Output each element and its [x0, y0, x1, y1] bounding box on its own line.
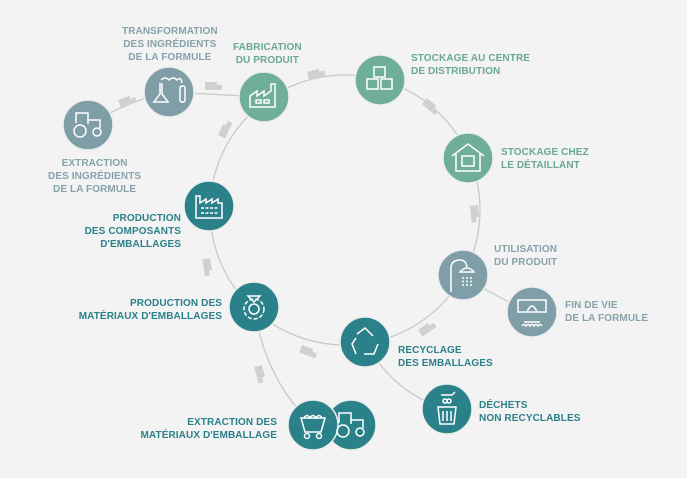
label-line: DES INGRÉDIENTS: [123, 39, 217, 50]
node-transformation[interactable]: [143, 66, 195, 118]
label-fin-de-vie: FIN DE VIE DE LA FORMULE: [565, 299, 648, 325]
trash-bin-icon: [437, 391, 457, 425]
factory-icon: [195, 195, 223, 219]
label-production-composants: PRODUCTION DES COMPOSANTS D'EMBALLAGES: [85, 212, 181, 251]
label-line: D'EMBALLAGES: [100, 239, 181, 250]
shower-icon: [450, 259, 476, 292]
truck-icon: [470, 205, 480, 223]
warehouse-icon: [451, 143, 485, 172]
node-extraction-ingredients[interactable]: [62, 99, 114, 151]
truck-icon: [307, 68, 326, 80]
truck-icon: [299, 345, 317, 359]
node-dechets[interactable]: [421, 383, 473, 435]
label-dechets: DÉCHETS NON RECYCLABLES: [479, 399, 581, 425]
node-stockage-detaillant[interactable]: [442, 132, 494, 184]
label-production-materiaux: PRODUCTION DES MATÉRIAUX D'EMBALLAGES: [79, 297, 222, 323]
tractor-icon: [336, 412, 365, 438]
label-line: TRANSFORMATION: [122, 26, 218, 37]
label-line: DU PRODUIT: [235, 55, 299, 66]
truck-icon: [254, 365, 266, 384]
truck-icon: [202, 258, 213, 277]
water-treatment-icon: [517, 299, 547, 328]
node-fin-de-vie[interactable]: [506, 286, 558, 338]
node-production-composants[interactable]: [183, 180, 235, 232]
label-line: LE DÉTAILLANT: [501, 160, 580, 171]
label-line: EXTRACTION: [61, 158, 128, 169]
recycle-icon: [351, 327, 379, 355]
label-line: DE LA FORMULE: [128, 52, 212, 63]
label-line: NON RECYCLABLES: [479, 413, 581, 424]
node-stockage-centre[interactable]: [354, 54, 406, 106]
label-line: DES COMPOSANTS: [84, 226, 181, 237]
label-line: MATÉRIAUX D'EMBALLAGE: [140, 430, 277, 441]
truck-icon: [218, 120, 233, 139]
label-line: FABRICATION: [233, 42, 302, 53]
tractor-icon: [73, 112, 102, 138]
factory-icon: [249, 83, 276, 108]
trucks: [118, 68, 480, 384]
label-stockage-detaillant: STOCKAGE CHEZ LE DÉTAILLANT: [501, 146, 589, 172]
label-line: DES INGRÉDIENTS: [48, 171, 142, 182]
truck-icon: [421, 98, 439, 116]
label-line: DU PRODUIT: [494, 257, 558, 268]
gear-icon: [243, 295, 265, 320]
label-line: DE DISTRIBUTION: [411, 66, 501, 77]
label-line: STOCKAGE AU CENTRE: [411, 53, 531, 64]
lab-flask-icon: [152, 77, 186, 103]
label-line: DE LA FORMULE: [565, 313, 649, 324]
node-extraction-materiaux[interactable]: [287, 399, 377, 451]
label-line: UTILISATION: [494, 244, 558, 255]
label-utilisation: UTILISATION DU PRODUIT: [494, 243, 557, 269]
node-utilisation[interactable]: [437, 249, 489, 301]
truck-icon: [205, 82, 222, 90]
label-line: STOCKAGE CHEZ: [501, 147, 589, 158]
label-recyclage: RECYCLAGE DES EMBALLAGES: [398, 344, 493, 370]
label-line: DÉCHETS: [479, 400, 528, 411]
label-line: PRODUCTION DES: [130, 298, 222, 309]
label-line: MATÉRIAUX D'EMBALLAGES: [78, 311, 222, 322]
label-line: DE LA FORMULE: [53, 184, 137, 195]
label-fabrication: FABRICATION DU PRODUIT: [233, 41, 302, 67]
label-line: RECYCLAGE: [398, 345, 462, 356]
node-fabrication[interactable]: [238, 71, 290, 123]
label-extraction-materiaux: EXTRACTION DES MATÉRIAUX D'EMBALLAGE: [140, 416, 277, 442]
label-line: FIN DE VIE: [565, 300, 618, 311]
truck-icon: [118, 95, 137, 108]
node-production-materiaux[interactable]: [228, 281, 280, 333]
label-line: PRODUCTION: [112, 213, 181, 224]
node-recyclage[interactable]: [339, 316, 391, 368]
mining-cart-icon: [300, 414, 326, 440]
label-transformation: TRANSFORMATION DES INGRÉDIENTS DE LA FOR…: [122, 25, 218, 64]
label-line: EXTRACTION DES: [187, 417, 277, 428]
label-line: DES EMBALLAGES: [398, 358, 493, 369]
label-stockage-centre: STOCKAGE AU CENTRE DE DISTRIBUTION: [411, 52, 530, 78]
boxes-icon: [366, 66, 393, 90]
truck-icon: [418, 322, 437, 337]
label-extraction-ingredients: EXTRACTION DES INGRÉDIENTS DE LA FORMULE: [48, 157, 141, 196]
